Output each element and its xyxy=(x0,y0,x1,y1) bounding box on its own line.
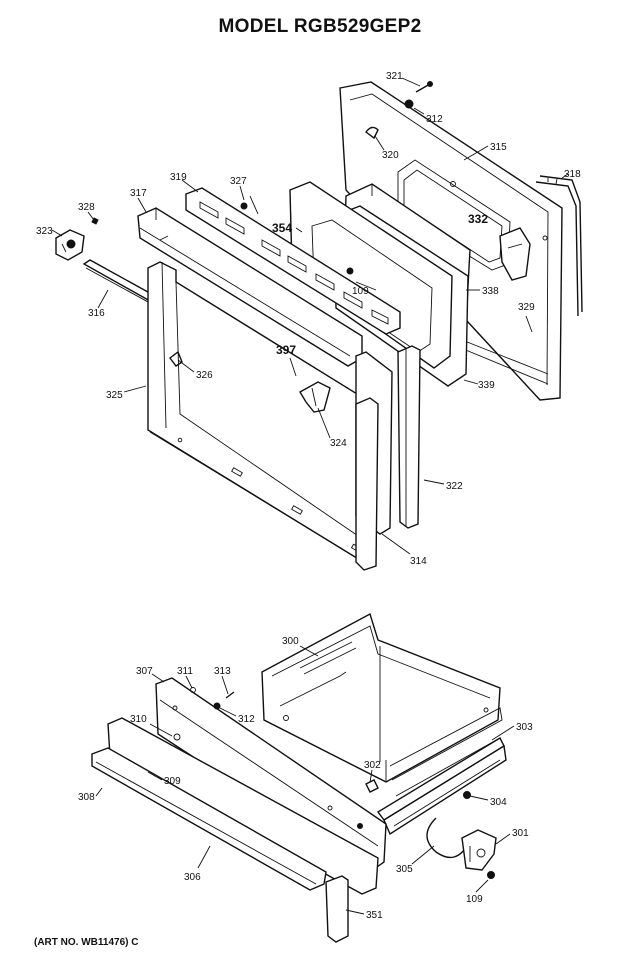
label-310: 310 xyxy=(130,714,147,725)
screw-311 xyxy=(190,687,196,693)
drawer-body-300 xyxy=(261,612,501,783)
label-339: 339 xyxy=(478,380,495,391)
end-cap-323 xyxy=(55,229,85,261)
end-plate-351 xyxy=(325,875,349,943)
label-309: 309 xyxy=(164,776,181,787)
clip-313 xyxy=(225,691,235,699)
label-109b: 109 xyxy=(466,894,483,905)
label-329: 329 xyxy=(518,302,535,313)
clip-320 xyxy=(365,126,379,140)
label-307: 307 xyxy=(136,666,153,677)
label-325: 325 xyxy=(106,390,123,401)
screw-327 xyxy=(240,202,248,210)
spring-clip-305 xyxy=(426,817,469,859)
label-397: 397 xyxy=(276,343,296,357)
label-318: 318 xyxy=(564,169,581,180)
label-302: 302 xyxy=(364,760,381,771)
bracket-301 xyxy=(461,829,497,871)
bracket-324 xyxy=(299,381,331,413)
screw-line-327 xyxy=(249,195,259,215)
label-303: 303 xyxy=(516,722,533,733)
channel-314 xyxy=(355,397,379,571)
label-313: 313 xyxy=(214,666,231,677)
label-323: 323 xyxy=(36,226,53,237)
side-channel-322 xyxy=(397,345,421,529)
label-305: 305 xyxy=(396,864,413,875)
vent-strip-319 xyxy=(185,187,401,335)
label-315: 315 xyxy=(490,142,507,153)
label-328: 328 xyxy=(78,202,95,213)
label-327: 327 xyxy=(230,176,247,187)
nut-304 xyxy=(463,791,471,799)
label-109: 109 xyxy=(352,286,369,297)
nut-109b xyxy=(487,871,495,879)
label-351: 351 xyxy=(366,910,383,921)
side-trim-318 xyxy=(535,175,583,317)
screw-310b xyxy=(172,705,178,711)
label-308: 308 xyxy=(78,792,95,803)
washer-312 xyxy=(404,99,414,109)
slide-rail-303 xyxy=(376,707,507,836)
label-311: 311 xyxy=(177,666,193,677)
label-332: 332 xyxy=(468,212,488,226)
screw-310 xyxy=(173,733,181,741)
label-317: 317 xyxy=(130,188,147,199)
label-316: 316 xyxy=(88,308,105,319)
roller-302 xyxy=(365,779,379,793)
screw-321 xyxy=(415,81,433,93)
label-320: 320 xyxy=(382,150,399,161)
model-title: MODEL RGB529GEP2 xyxy=(218,16,422,37)
hinge-bracket-332 xyxy=(499,227,531,281)
drawer-inner-panel-307 xyxy=(155,677,387,873)
drawer-front-308 xyxy=(91,717,379,895)
label-312: 312 xyxy=(426,114,443,125)
label-312b: 312 xyxy=(238,714,255,725)
label-301: 301 xyxy=(512,828,529,839)
label-338: 338 xyxy=(482,286,499,297)
label-304: 304 xyxy=(490,797,507,808)
top-trim-317 xyxy=(137,207,363,367)
label-322: 322 xyxy=(446,481,463,492)
label-314: 314 xyxy=(410,556,427,567)
art-number: (ART NO. WB11476) C xyxy=(34,937,139,948)
label-321: 321 xyxy=(386,71,403,82)
label-354: 354 xyxy=(272,221,292,235)
label-326: 326 xyxy=(196,370,213,381)
clip-326 xyxy=(169,350,183,367)
label-319: 319 xyxy=(170,172,187,183)
label-306: 306 xyxy=(184,872,201,883)
leader-lines xyxy=(51,77,569,915)
label-324: 324 xyxy=(330,438,347,449)
washer-312b xyxy=(213,702,221,710)
label-300: 300 xyxy=(282,636,299,647)
